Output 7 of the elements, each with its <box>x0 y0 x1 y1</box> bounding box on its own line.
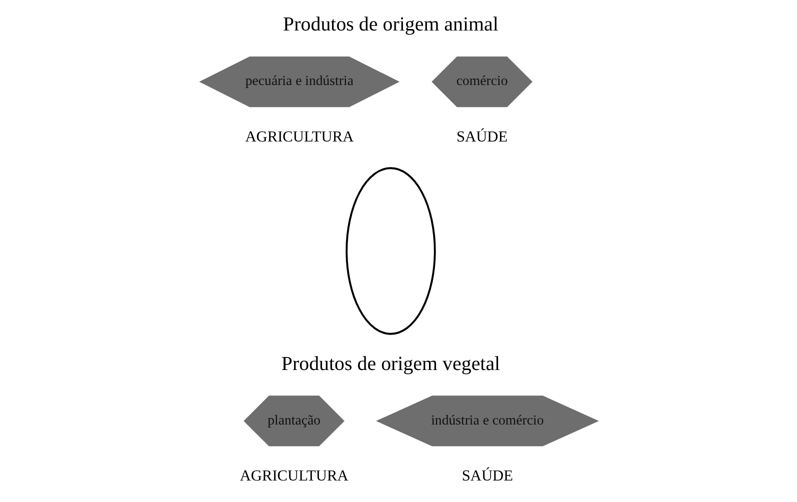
node-label: AGRICULTURA <box>239 467 348 484</box>
node-label: SAÚDE <box>461 467 512 484</box>
node-label: SAÚDE <box>456 128 508 146</box>
label: Produtos de origem animal <box>282 14 498 36</box>
label: Produtos de origem vegetal <box>280 352 500 375</box>
node-ellipse <box>345 167 436 335</box>
node-label: AGRICULTURA <box>244 128 354 146</box>
